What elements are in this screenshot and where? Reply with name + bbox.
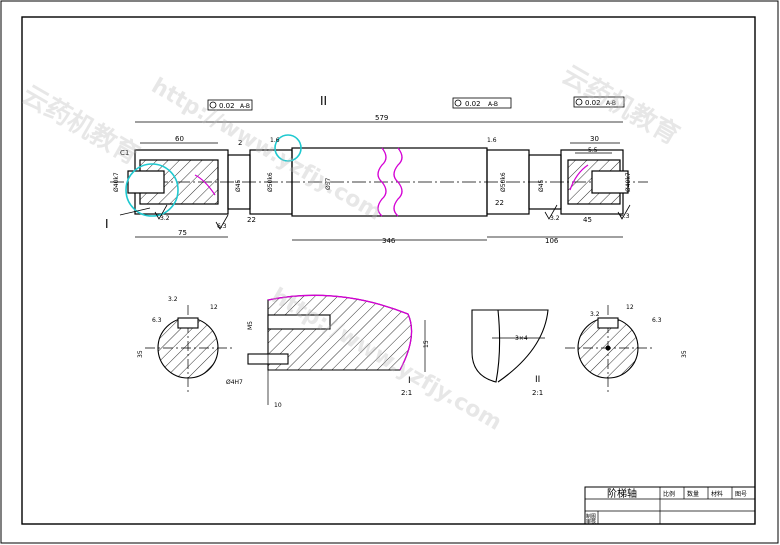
dim-left-step: 60 xyxy=(175,135,184,143)
dim-dia-57: Ø57 xyxy=(325,177,332,190)
detail-II-view xyxy=(471,309,549,383)
sec-12b: 12 xyxy=(626,304,634,311)
sec-35b: 35 xyxy=(681,350,688,358)
tol3-ref: A-B xyxy=(606,100,616,107)
roughness-5: 3.2 xyxy=(168,296,178,303)
right-section-break xyxy=(569,164,589,191)
dim-total: 579 xyxy=(375,114,388,122)
roughness-1: 3.2 xyxy=(160,215,170,222)
sec-12a: 12 xyxy=(210,304,218,311)
dim-dia-left: Ø40k7 xyxy=(113,172,120,192)
watermark-cn-1: 云药机教育 xyxy=(557,59,685,151)
dim-dia-50a: Ø50k6 xyxy=(267,172,274,192)
roughness-4: 6.3 xyxy=(620,213,630,220)
dim-dia-45b: Ø45 xyxy=(538,179,545,192)
inner-frame xyxy=(21,16,756,525)
dim-45: 45 xyxy=(583,216,592,224)
keyway-detail-view xyxy=(247,294,426,405)
detail-II-circle xyxy=(274,134,302,162)
dim-1-6a: 1.6 xyxy=(270,137,280,144)
roughness-2: 6.3 xyxy=(217,223,227,230)
runout-icon xyxy=(575,98,583,106)
watermark-cn-2: 云药机教育 xyxy=(17,79,145,171)
dim-left-gap: 2 xyxy=(238,139,242,147)
left-section-break xyxy=(194,174,216,196)
detail-II-title: II xyxy=(535,375,540,385)
title-drawn-by: 制图 xyxy=(586,513,596,520)
tolerance-frame-2: 0.02 A-B xyxy=(452,97,512,109)
detail-I-title: I xyxy=(408,376,411,386)
runout-icon xyxy=(454,99,462,107)
label-detail-II: II xyxy=(320,94,327,108)
label-detail-I: I xyxy=(105,217,109,231)
title-material: 材料 xyxy=(711,490,723,498)
sec-35a: 35 xyxy=(137,350,144,358)
main-shaft-view xyxy=(110,121,648,241)
break-line-right xyxy=(393,147,403,217)
dim-346: 346 xyxy=(382,237,396,245)
dim-1-6b: 1.6 xyxy=(487,137,497,144)
roughness-8: 6.3 xyxy=(652,317,662,324)
key-dia: Ø4H7 xyxy=(226,379,243,386)
title-block xyxy=(584,486,756,525)
dim-5-5: 5.5 xyxy=(588,147,598,154)
roughness-6: 6.3 xyxy=(152,317,162,324)
dim-30: 30 xyxy=(590,135,599,143)
dim-22a: 22 xyxy=(247,216,256,224)
tol3-value: 0.02 xyxy=(585,99,601,107)
title-part-name: 阶梯轴 xyxy=(607,487,637,500)
dim-106: 106 xyxy=(545,237,559,245)
tol2-value: 0.02 xyxy=(465,100,481,108)
right-section-view xyxy=(565,305,655,392)
gap-3x4: 3×4 xyxy=(515,335,528,342)
key-15: 15 xyxy=(423,340,430,348)
dim-chamfer: C1 xyxy=(120,149,129,157)
title-qty: 数量 xyxy=(687,490,699,498)
dim-dia-45a: Ø45 xyxy=(235,179,242,192)
roughness-7: 3.2 xyxy=(590,311,600,318)
detail-II-ratio: 2:1 xyxy=(532,389,543,397)
tolerance-frame-1: 0.02 A-B xyxy=(207,99,253,111)
runout-icon xyxy=(209,101,217,109)
roughness-3: 3.2 xyxy=(550,215,560,222)
dim-dia-right: Ø40k7 xyxy=(625,172,632,192)
break-line-left xyxy=(377,147,387,217)
dim-22b: 22 xyxy=(495,199,504,207)
title-scale: 比例 xyxy=(663,490,675,498)
detail-I-ratio: 2:1 xyxy=(401,389,412,397)
roughness-symbols xyxy=(154,204,631,230)
right-keyway xyxy=(591,170,629,194)
left-keyway xyxy=(127,170,165,194)
tol2-ref: A-B xyxy=(488,101,498,108)
dim-75: 75 xyxy=(178,229,187,237)
key-10: 10 xyxy=(274,402,282,409)
title-checked-by: 审核 xyxy=(586,518,596,525)
left-section-view xyxy=(145,305,232,392)
title-drawing-no: 图号 xyxy=(735,491,747,498)
tol1-ref: A-B xyxy=(240,103,250,110)
tol1-value: 0.02 xyxy=(219,102,235,110)
key-m5: M5 xyxy=(247,321,254,330)
tolerance-frame-3: 0.02 A-B xyxy=(573,96,625,108)
detail-I-circle xyxy=(125,163,179,217)
dim-dia-50b: Ø50k6 xyxy=(500,172,507,192)
